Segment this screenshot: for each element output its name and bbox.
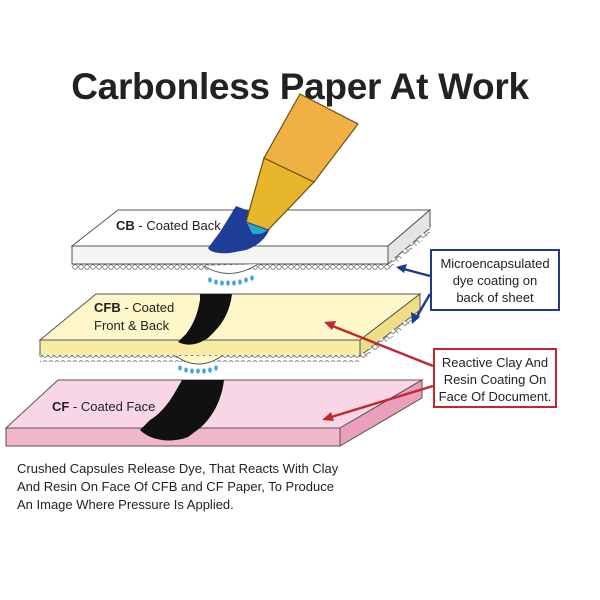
cfb-image-mark [178, 294, 232, 345]
callout-line: Resin Coating On [443, 372, 547, 387]
caption-line: An Image Where Pressure Is Applied. [17, 497, 234, 512]
pen-icon [208, 93, 359, 254]
cf-label: CF - Coated Face [52, 399, 155, 414]
caption-line: And Resin On Face Of CFB and CF Paper, T… [17, 479, 334, 494]
cfb-label-line1: CFB - Coated [94, 300, 174, 315]
cb-dye-drops [208, 275, 254, 286]
callout-line: dye coating on [452, 273, 538, 288]
cfb-label-line2: Front & Back [94, 318, 170, 333]
cb-label: CB - Coated Back [116, 218, 221, 233]
cf-image-mark [140, 380, 224, 441]
red-callout-arrows [322, 321, 434, 421]
caption-line: Crushed Capsules Release Dye, That React… [17, 461, 339, 476]
cfb-sheet [38, 292, 422, 365]
callout-line: Microencapsulated [440, 256, 550, 271]
cf-sheet [4, 379, 424, 447]
capsule-coating-callout: Microencapsulated dye coating on back of… [430, 249, 560, 311]
callout-line: Face Of Document. [438, 389, 552, 404]
callout-line: back of sheet [456, 290, 534, 305]
diagram-caption: Crushed Capsules Release Dye, That React… [17, 460, 377, 514]
clay-coating-callout: Reactive Clay And Resin Coating On Face … [433, 348, 557, 408]
cfb-dye-drops [178, 365, 218, 374]
blue-callout-arrows [396, 264, 432, 324]
callout-line: Reactive Clay And [441, 355, 549, 370]
